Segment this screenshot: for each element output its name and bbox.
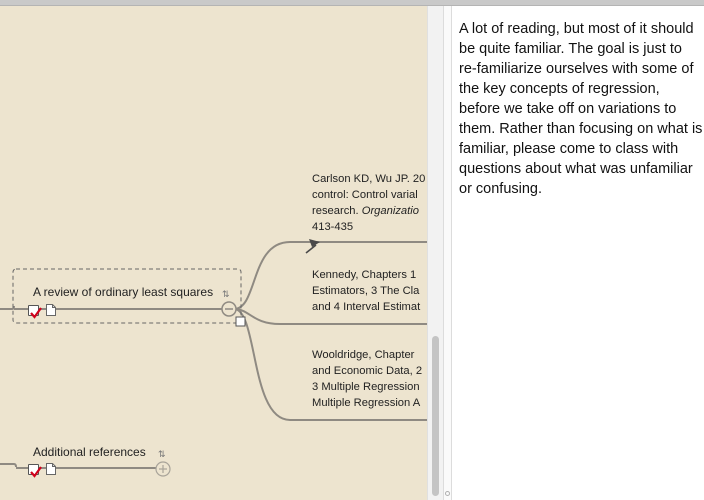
ref-line: Carlson KD, Wu JP. 20	[312, 173, 426, 185]
ref-line: Kennedy, Chapters 1	[312, 269, 417, 281]
connector-lines	[0, 239, 427, 477]
sort-icon[interactable]: ⇅	[222, 290, 229, 300]
notes-pane[interactable]: A lot of reading, but most of it should …	[452, 6, 704, 500]
divider-handle-icon[interactable]	[445, 491, 450, 496]
ref-line: research. Organizatio	[312, 205, 419, 217]
checkbox-icon[interactable]	[28, 464, 42, 478]
arrow-icon	[309, 239, 320, 247]
document-icon[interactable]	[46, 463, 56, 475]
branch-to-ref3	[233, 308, 427, 421]
vertical-scrollbar[interactable]	[427, 6, 443, 500]
sort-icon[interactable]: ⇅	[158, 450, 165, 460]
ref-line: 3 Multiple Regression	[312, 381, 420, 393]
ref-kennedy[interactable]: Kennedy, Chapters 1 Estimators, 3 The Cl…	[312, 267, 420, 315]
ref-line: and Economic Data, 2	[312, 365, 423, 377]
outline-canvas[interactable]: Carlson KD, Wu JP. 20 control: Control v…	[0, 6, 427, 500]
checkbox-icon[interactable]	[28, 305, 42, 319]
connector-left-top	[0, 305, 15, 310]
node-additional-references-label[interactable]: Additional references	[33, 445, 146, 459]
document-icon[interactable]	[46, 304, 56, 316]
ref-line: Multiple Regression A	[312, 397, 421, 409]
ref-line: 413-435	[312, 221, 354, 233]
ref-line: Estimators, 3 The Cla	[312, 285, 420, 297]
branch-to-ref1	[233, 241, 427, 310]
window-top-bar	[0, 0, 704, 6]
ref-wooldridge[interactable]: Wooldridge, Chapter and Economic Data, 2…	[312, 347, 422, 411]
notes-text[interactable]: A lot of reading, but most of it should …	[459, 21, 703, 197]
ref-carlson[interactable]: Carlson KD, Wu JP. 20 control: Control v…	[312, 171, 425, 235]
ref-line: control: Control varial	[312, 189, 418, 201]
scrollbar-thumb[interactable]	[432, 336, 439, 496]
arrow-shaft	[305, 244, 317, 254]
connector-left-bottom	[0, 463, 17, 468]
node-ols-label[interactable]: A review of ordinary least squares	[33, 285, 214, 299]
pane-divider[interactable]	[443, 6, 452, 500]
ref-line: Wooldridge, Chapter	[312, 349, 415, 361]
ref-line: and 4 Interval Estimat	[312, 301, 421, 313]
resize-handle	[235, 316, 246, 327]
